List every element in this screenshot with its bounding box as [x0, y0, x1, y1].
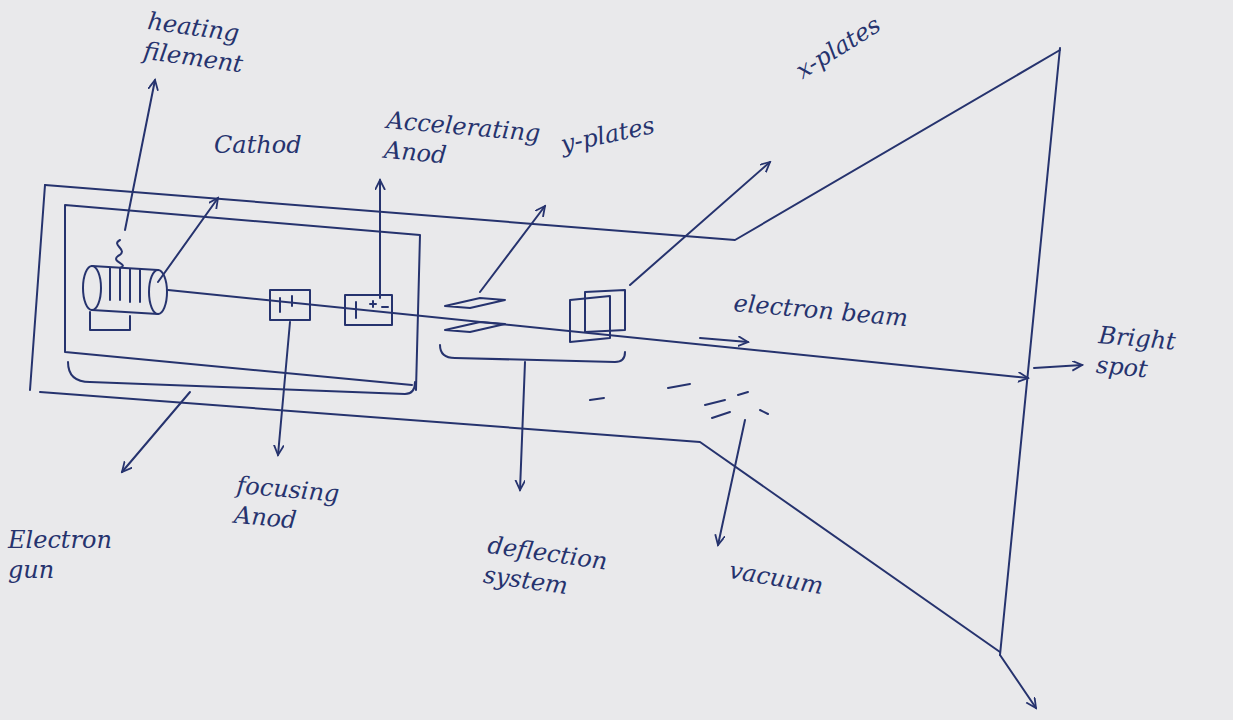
leader-arrow: [520, 362, 525, 490]
bracket: [68, 362, 415, 394]
leader-arrow: [278, 322, 290, 455]
leader-arrow: [630, 162, 770, 285]
leader-arrow: [125, 80, 155, 230]
leader-arrow: [1000, 655, 1036, 708]
leader-arrow: [158, 198, 218, 282]
focusing-anode: [270, 290, 310, 320]
screen: [1000, 48, 1060, 655]
part-label: Accelerating Anod: [383, 105, 563, 180]
part-label: vacuum: [727, 555, 870, 609]
part-label: x-plates: [790, 0, 916, 85]
part-label: deflection system: [482, 530, 639, 610]
part-label: Bright spot: [1095, 320, 1210, 389]
tube-end: [30, 185, 45, 390]
cathode-cylinder: [83, 240, 167, 330]
leader-arrow: [122, 392, 190, 472]
part-label: focusing Anod: [233, 470, 358, 540]
tube-top: [45, 50, 1060, 240]
leader-arrow: [718, 420, 745, 545]
x-plate: [585, 290, 625, 332]
part-label: electron beam: [732, 288, 934, 335]
bracket: [440, 345, 625, 362]
y-plate: [445, 298, 505, 308]
leader-arrow: [480, 206, 545, 292]
tube-bottom: [40, 392, 1000, 652]
leader-arrow: [379, 180, 381, 298]
part-label: heating filement: [142, 6, 299, 86]
anode-marks: [280, 296, 292, 312]
part-label: y-plates: [558, 103, 691, 159]
leader-arrow: [1034, 365, 1082, 368]
vacuum-marks: [590, 384, 768, 418]
part-label: Electron gun: [8, 525, 128, 585]
part-label: Cathod: [214, 130, 334, 160]
beam-arrow: [700, 338, 748, 342]
